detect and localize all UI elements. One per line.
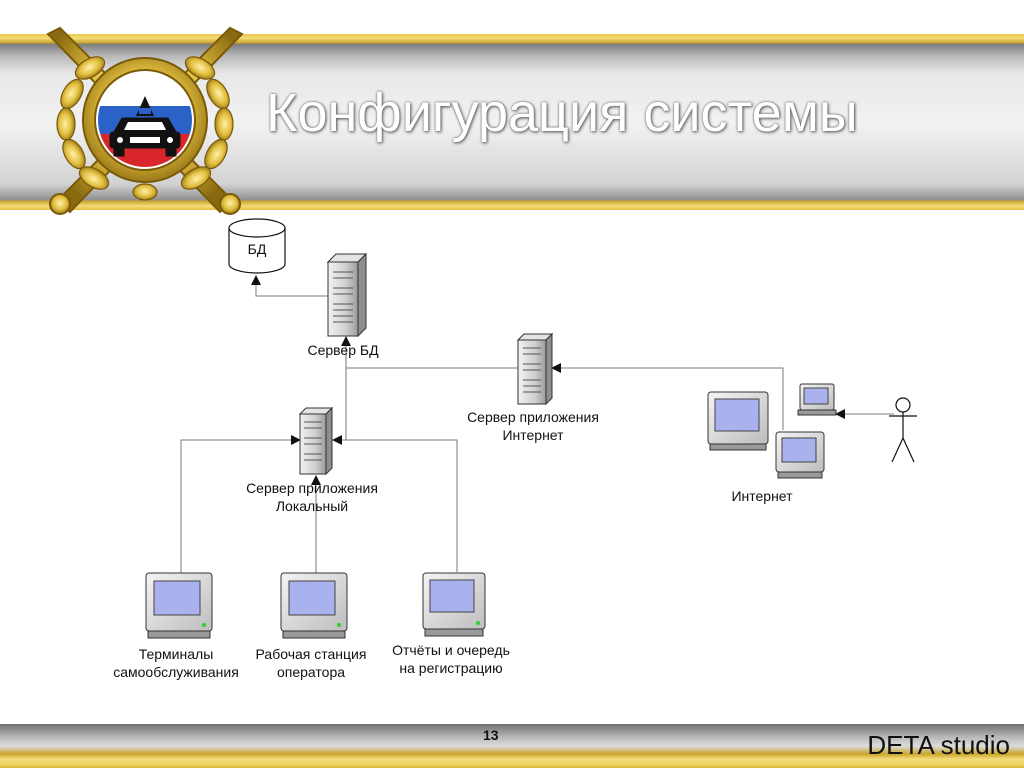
connector-reports-local — [332, 435, 458, 572]
internet-computer-icon — [775, 431, 825, 479]
reports-computer-icon — [422, 572, 486, 637]
db-server-label: Сервер БД — [307, 342, 379, 358]
local-app-server-icon — [298, 406, 334, 476]
connector-lines — [180, 275, 894, 575]
internet-laptop-icon — [797, 383, 837, 416]
local-app-server-label-line1: Сервер приложения — [246, 480, 378, 496]
internet-app-server-label-line2: Интернет — [502, 427, 564, 443]
internet-app-server-label: Сервер приложения Интернет — [467, 408, 599, 444]
operator-workstation-label: Рабочая станция оператора — [256, 645, 367, 681]
terminal-computer-icon — [145, 572, 213, 639]
reports-queue-label-line2: на регистрацию — [399, 660, 503, 676]
operator-workstation-label-line2: оператора — [276, 664, 346, 680]
internet-app-server-label-line1: Сервер приложения — [467, 409, 599, 425]
page-number: 13 — [483, 727, 499, 743]
footer-band — [0, 724, 1024, 768]
local-app-server-label-line2: Локальный — [275, 498, 349, 514]
brand-label: DETA studio — [867, 730, 1010, 760]
terminals-label-line2: самообслуживания — [113, 664, 239, 680]
operator-computer-icon — [280, 572, 348, 639]
connector-dbserver-db — [251, 275, 330, 297]
database-icon — [228, 218, 286, 274]
emblem-logo — [46, 26, 244, 215]
operator-workstation-label-line1: Рабочая станция — [255, 646, 367, 662]
reports-queue-label: Отчёты и очередь на регистрацию — [392, 641, 510, 677]
terminals-label-line1: Терминалы — [138, 646, 214, 662]
database-label: БД — [247, 241, 267, 257]
db-server-icon — [326, 252, 368, 338]
local-app-server-label: Сервер приложения Локальный — [246, 479, 378, 515]
user-person-icon — [889, 397, 917, 463]
internet-app-server-icon — [516, 332, 554, 406]
connector-terminals-local — [180, 435, 301, 575]
reports-queue-label-line1: Отчёты и очередь — [392, 642, 510, 658]
slide-title: Конфигурация системы — [266, 83, 858, 143]
terminals-label: Терминалы самообслуживания — [113, 645, 239, 681]
internet-clients-label: Интернет — [731, 488, 793, 504]
internet-computer-icon — [707, 391, 769, 451]
connector-internet-internetapp — [551, 363, 784, 430]
